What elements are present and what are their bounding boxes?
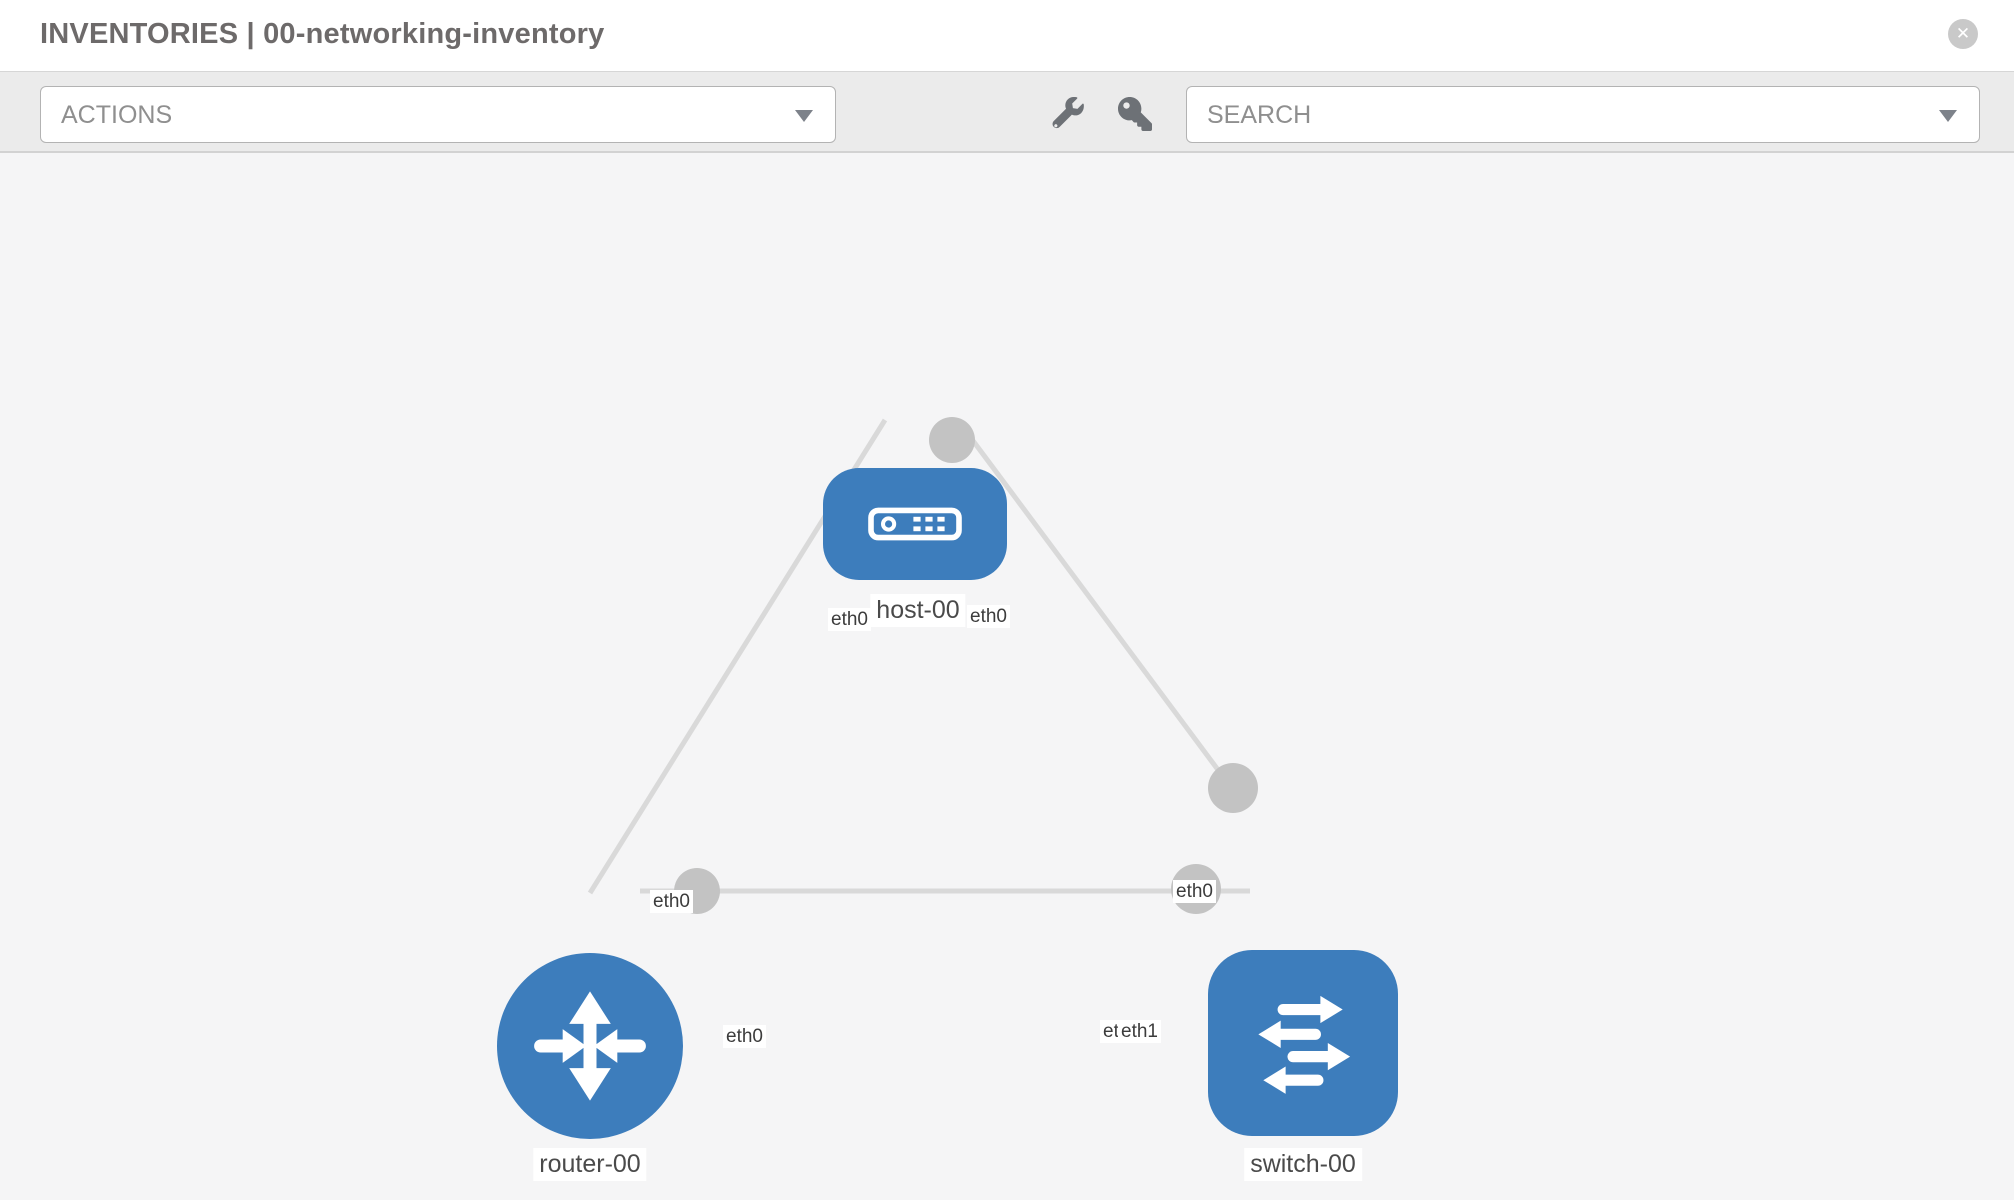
search-placeholder: SEARCH (1207, 101, 1312, 129)
search-input[interactable]: SEARCH (1186, 86, 1980, 143)
switch-arrows-icon (1258, 995, 1351, 1094)
node-label-host: host-00 (870, 594, 966, 627)
actions-dropdown[interactable]: ACTIONS (40, 86, 836, 143)
header: INVENTORIES | 00-networking-inventory ✕ (0, 0, 2014, 71)
interface-label-switch-eth1-mid: eth1 (1118, 1020, 1161, 1043)
chevron-down-icon (1939, 110, 1957, 122)
interface-connector-host (929, 417, 975, 463)
interface-label-switch-eth0-up: eth0 (1173, 880, 1216, 903)
node-label-router: router-00 (533, 1148, 647, 1181)
topology-canvas[interactable]: host-00 router-00 switch-00 eth0 eth0 et… (0, 153, 2014, 1200)
node-switch-00[interactable] (1208, 950, 1398, 1136)
server-icon (868, 507, 962, 541)
chevron-down-icon (795, 110, 813, 122)
router-arrows-icon (534, 991, 646, 1101)
wrench-icon[interactable] (1050, 96, 1084, 131)
interface-label-router-eth0-mid: eth0 (723, 1025, 766, 1048)
actions-dropdown-label: ACTIONS (61, 101, 173, 129)
node-router-00[interactable] (497, 953, 683, 1139)
node-host-00[interactable] (823, 468, 1007, 580)
node-label-switch: switch-00 (1244, 1148, 1362, 1181)
interface-label-host-eth0-left: eth0 (828, 608, 871, 631)
interface-label-host-eth0-right: eth0 (967, 605, 1010, 628)
interface-label-router-eth0-up: eth0 (650, 890, 693, 913)
link-host-switch[interactable] (962, 428, 1236, 792)
toolbar: ACTIONS SEARCH (0, 71, 2014, 153)
interface-connector-switch-top (1208, 763, 1258, 813)
key-icon[interactable] (1118, 97, 1152, 131)
page-title: INVENTORIES | 00-networking-inventory (40, 18, 605, 50)
close-icon[interactable]: ✕ (1948, 19, 1978, 49)
